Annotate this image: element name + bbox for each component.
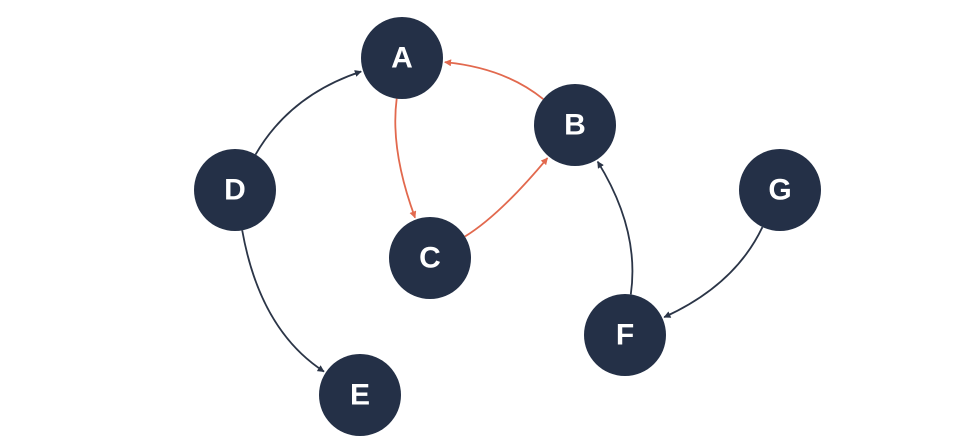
node-d: D [194,149,276,231]
node-label: B [564,109,586,142]
edge-d-to-e [241,230,325,373]
node-circle [319,354,401,436]
edge-b-to-a [444,59,544,100]
node-g: G [739,149,821,231]
node-circle [739,149,821,231]
edges-layer [241,59,764,373]
nodes-layer: A B C D E F G [194,17,821,436]
node-circle [534,84,616,166]
node-b: B [534,84,616,166]
node-label: G [768,174,791,207]
node-label: C [419,242,441,275]
node-circle [389,217,471,299]
edge-f-to-b [596,160,634,295]
edge-c-to-b [464,157,549,238]
node-label: F [616,319,634,352]
node-circle [194,149,276,231]
edge-g-to-f [663,226,764,319]
edge-d-to-a [254,70,362,155]
node-a: A [361,17,443,99]
node-e: E [319,354,401,436]
node-circle [584,294,666,376]
node-label: D [224,174,246,207]
node-c: C [389,217,471,299]
edge-a-to-c [394,98,417,219]
node-label: E [350,379,370,412]
node-f: F [584,294,666,376]
node-label: A [391,42,413,75]
node-circle [361,17,443,99]
